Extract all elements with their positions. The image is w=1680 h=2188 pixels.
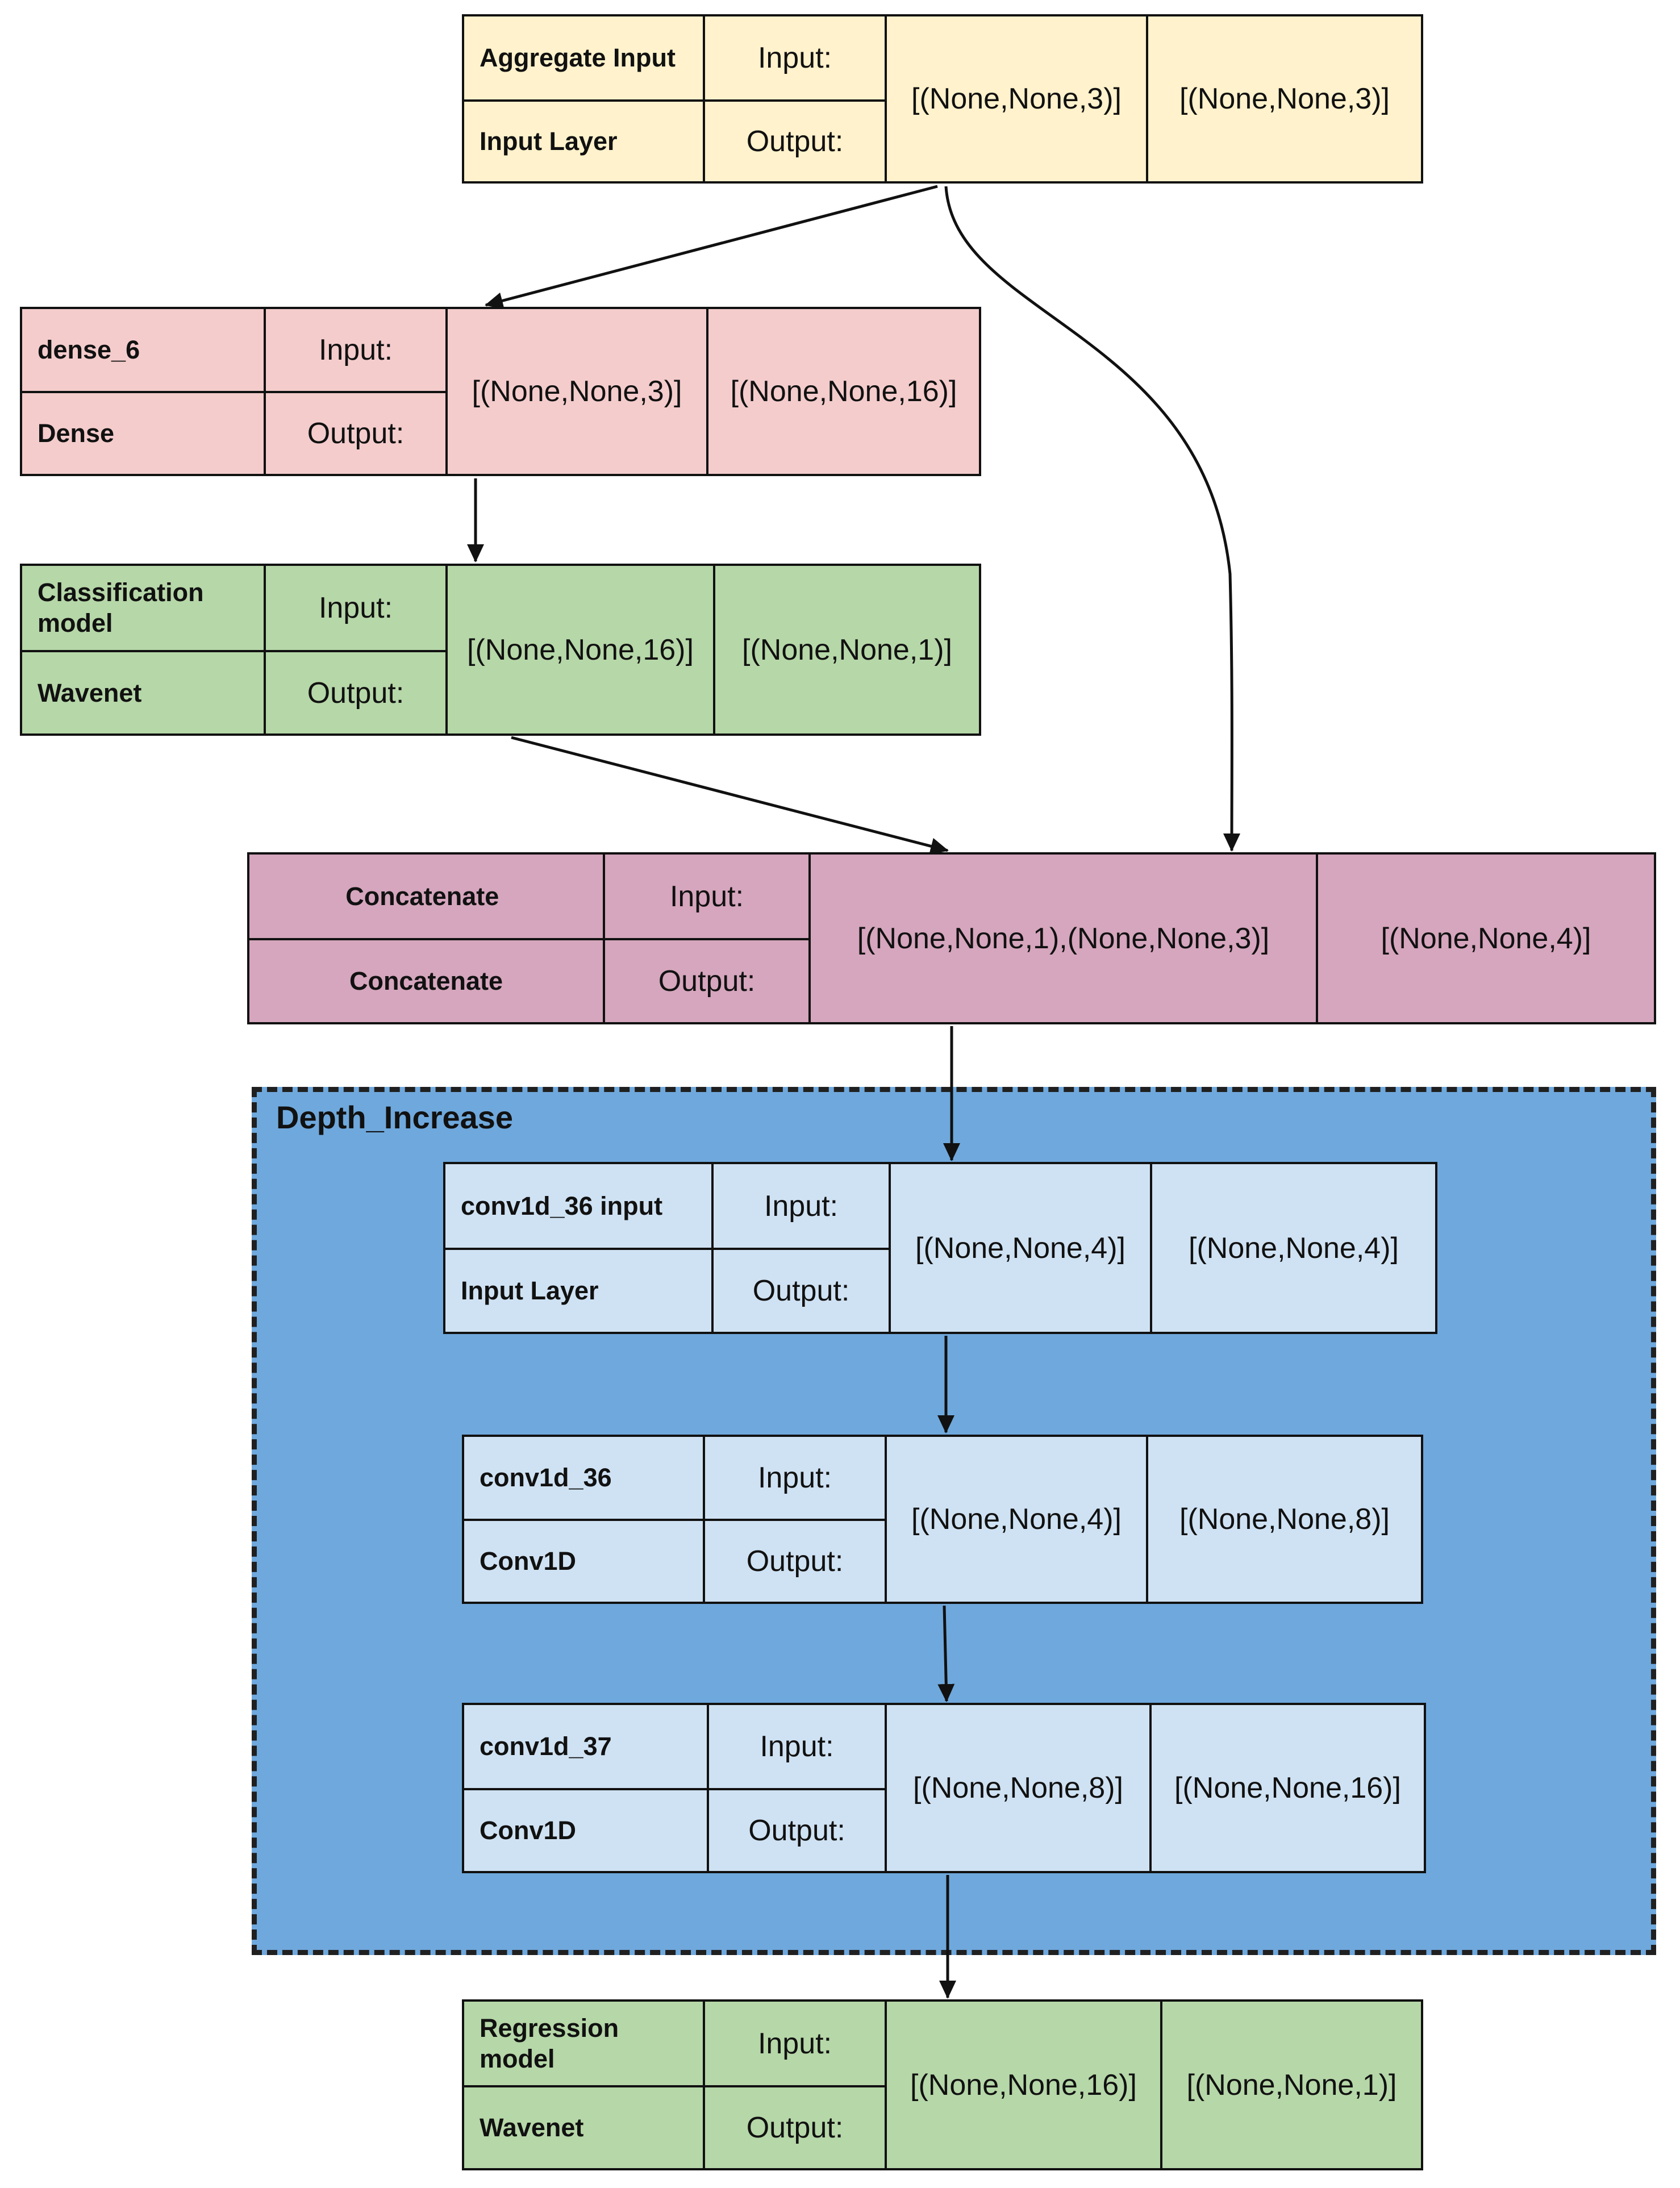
output-shape: [(None,None,16)]: [1149, 1703, 1426, 1873]
output-shape: [(None,None,8)]: [1146, 1435, 1423, 1604]
layer-type: Input Layer: [443, 1248, 714, 1334]
output-shape: [(None,None,4)]: [1150, 1162, 1437, 1334]
layer-conv1d-37: conv1d_37 Conv1D Input: Output: [(None,N…: [462, 1703, 1426, 1873]
layer-aggregate-input: Aggregate Input Input Layer Input: Outpu…: [462, 14, 1423, 184]
output-label: Output:: [707, 1788, 887, 1873]
input-shape: [(None,None,1),(None,None,3)]: [808, 852, 1318, 1024]
layer-type: Wavenet: [462, 2085, 705, 2170]
layer-classification-model: Classification model Wavenet Input: Outp…: [20, 564, 981, 736]
edge-aggregate-input-to-concatenate: [944, 186, 1241, 852]
input-label: Input:: [703, 14, 887, 102]
layer-type: Conv1D: [462, 1788, 709, 1873]
layer-name: Concatenate: [247, 852, 605, 940]
layer-dense-6: dense_6 Dense Input: Output: [(None,None…: [20, 307, 981, 476]
output-shape: [(None,None,1)]: [1160, 1999, 1423, 2170]
edge-classification-model-to-concatenate: [511, 736, 949, 855]
input-label: Input:: [703, 1999, 887, 2087]
output-label: Output:: [711, 1248, 891, 1334]
layer-conv1d-36: conv1d_36 Conv1D Input: Output: [(None,N…: [462, 1435, 1423, 1604]
layer-name: Classification model: [20, 564, 266, 652]
input-shape: [(None,None,3)]: [445, 307, 708, 476]
layer-type: Conv1D: [462, 1519, 705, 1604]
layer-regression-model: Regression model Wavenet Input: Output: …: [462, 1999, 1423, 2170]
input-shape: [(None,None,3)]: [885, 14, 1148, 184]
output-label: Output:: [703, 99, 887, 184]
output-label: Output:: [703, 1519, 887, 1604]
layer-name: conv1d_37: [462, 1703, 709, 1790]
output-label: Output:: [264, 650, 448, 736]
output-shape: [(None,None,16)]: [706, 307, 981, 476]
input-shape: [(None,None,16)]: [445, 564, 715, 736]
layer-type: Input Layer: [462, 99, 705, 184]
input-shape: [(None,None,4)]: [889, 1162, 1152, 1334]
edge-conv1d-36-to-conv1d-37: [937, 1605, 955, 1702]
layer-type: Concatenate: [247, 938, 605, 1024]
input-label: Input:: [703, 1435, 887, 1521]
input-label: Input:: [264, 564, 448, 652]
input-shape: [(None,None,4)]: [885, 1435, 1148, 1604]
layer-type: Dense: [20, 391, 266, 476]
output-label: Output:: [603, 938, 811, 1024]
layer-type: Wavenet: [20, 650, 266, 736]
input-shape: [(None,None,8)]: [885, 1703, 1152, 1873]
output-shape: [(None,None,3)]: [1146, 14, 1423, 184]
input-label: Input:: [264, 307, 448, 393]
output-shape: [(None,None,1)]: [713, 564, 981, 736]
output-label: Output:: [703, 2085, 887, 2170]
input-shape: [(None,None,16)]: [885, 1999, 1162, 2170]
output-shape: [(None,None,4)]: [1316, 852, 1656, 1024]
group-title: Depth_Increase: [276, 1099, 514, 1135]
input-label: Input:: [707, 1703, 887, 1790]
edge-aggregate-input-to-dense-6: [485, 185, 938, 309]
layer-name: dense_6: [20, 307, 266, 393]
layer-conv1d-36-input: conv1d_36 input Input Layer Input: Outpu…: [443, 1162, 1437, 1334]
layer-concatenate: Concatenate Concatenate Input: Output: […: [247, 852, 1656, 1024]
